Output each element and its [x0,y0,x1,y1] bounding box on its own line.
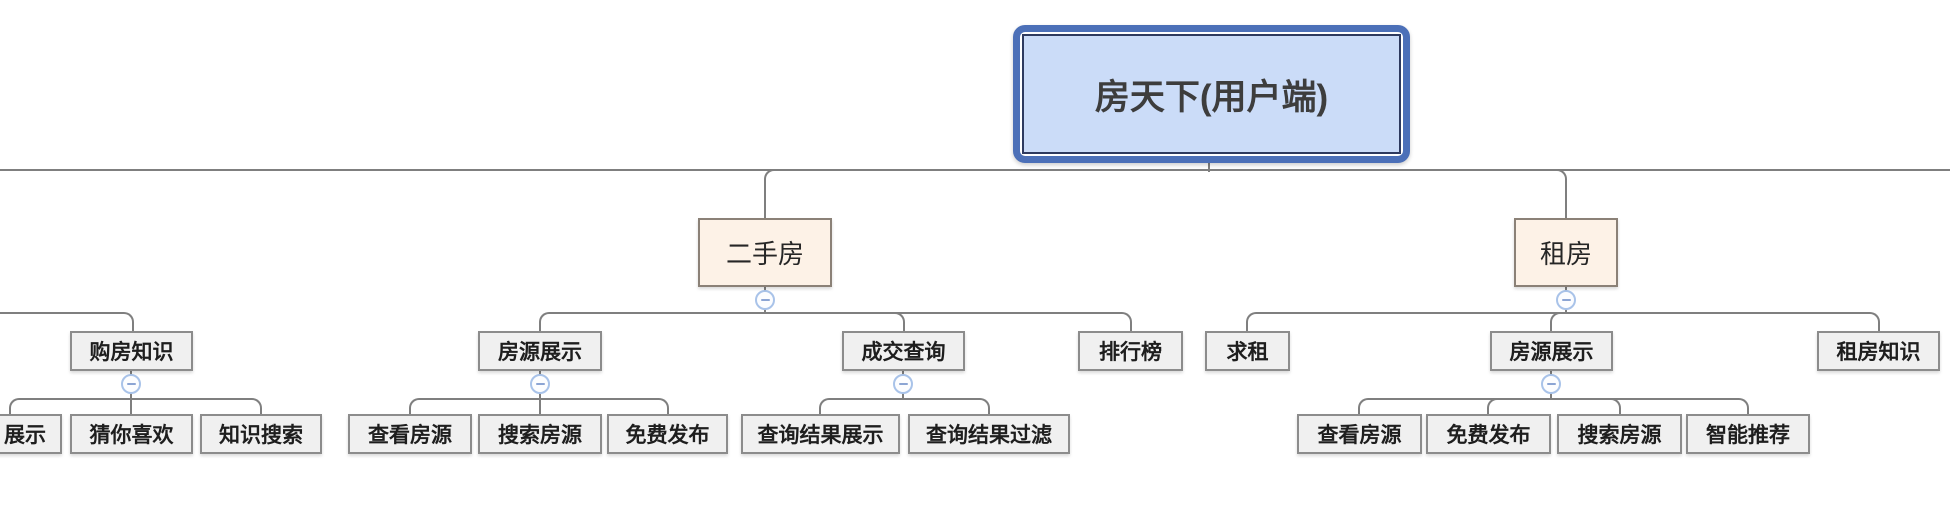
node-query-result-display[interactable]: 查询结果展示 [741,414,900,454]
connector-line [765,312,1132,333]
node-free-post-rent[interactable]: 免费发布 [1426,414,1551,454]
connector-line [764,169,1209,218]
collapse-icon[interactable] [121,374,141,394]
node-search-listings-esf[interactable]: 搜索房源 [478,414,602,454]
node-listings-display-esf[interactable]: 房源展示 [478,331,602,371]
node-view-listings-esf[interactable]: 查看房源 [348,414,472,454]
connector-line [130,398,132,415]
connector-line [1566,312,1880,333]
connector-line [539,398,541,415]
root-node-label: 房天下(用户端) [1022,34,1401,154]
node-house-buying-knowledge[interactable]: 购房知识 [70,331,193,371]
node-smart-recommend[interactable]: 智能推荐 [1686,414,1810,454]
node-free-post-esf[interactable]: 免费发布 [607,414,728,454]
collapse-icon[interactable] [893,374,913,394]
connector-line [539,312,765,333]
connector-line [1208,162,1210,172]
collapse-icon[interactable] [1541,374,1561,394]
connector-line [0,169,1950,171]
collapse-icon[interactable] [755,290,775,310]
collapse-icon[interactable] [1556,290,1576,310]
node-knowledge-search[interactable]: 知识搜索 [200,414,322,454]
connector-line [1246,312,1565,333]
node-display-truncated[interactable]: 展示 [0,414,62,454]
collapse-icon[interactable] [530,374,550,394]
node-transaction-query[interactable]: 成交查询 [842,331,965,371]
node-query-result-filter[interactable]: 查询结果过滤 [908,414,1070,454]
branch-second-hand-house[interactable]: 二手房 [698,218,832,287]
node-rent-seeking[interactable]: 求租 [1205,331,1290,371]
connector-line [0,312,134,333]
connector-line [765,312,905,333]
node-guess-you-like[interactable]: 猜你喜欢 [70,414,193,454]
node-renting-knowledge[interactable]: 租房知识 [1817,331,1940,371]
connector-line [1209,169,1567,218]
branch-renting[interactable]: 租房 [1514,218,1618,287]
node-view-listings-rent[interactable]: 查看房源 [1297,414,1422,454]
connector-line [1550,312,1566,333]
node-search-listings-rent[interactable]: 搜索房源 [1557,414,1682,454]
node-listings-display-rent[interactable]: 房源展示 [1490,331,1613,371]
node-ranking[interactable]: 排行榜 [1078,331,1183,371]
root-node-fangtianxia[interactable]: 房天下(用户端) [1013,25,1410,163]
